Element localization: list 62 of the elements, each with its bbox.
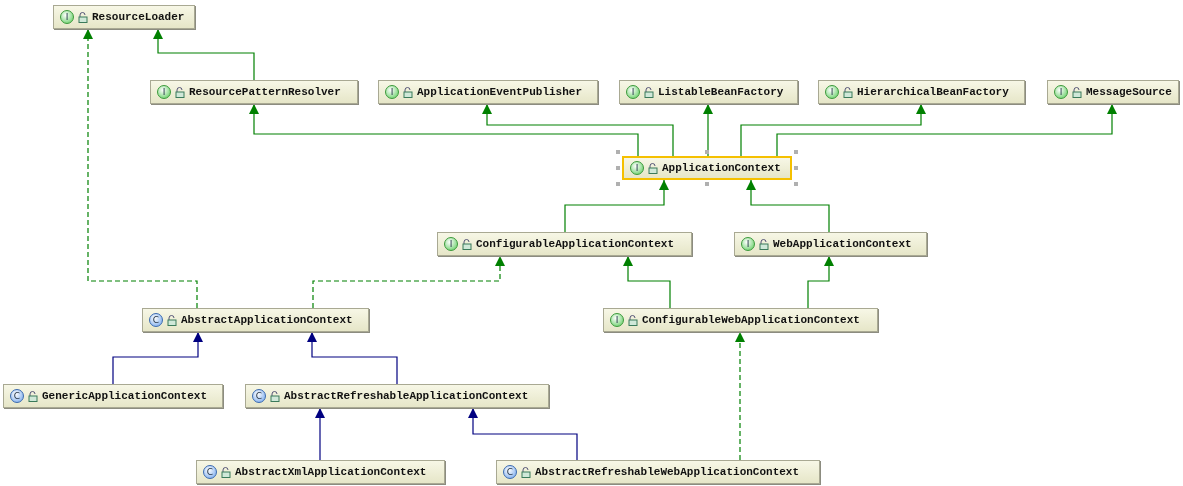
class-box — [53, 5, 195, 29]
arrow — [776, 103, 1117, 157]
type-icon: C — [503, 465, 517, 479]
arrow — [468, 407, 578, 461]
arrow — [153, 28, 255, 81]
class-name: ListableBeanFactory — [658, 86, 784, 98]
arrow — [703, 103, 713, 157]
type-icon: I — [444, 237, 458, 251]
class-box — [3, 384, 223, 408]
type-icon: I — [157, 85, 171, 99]
type-icon: I — [630, 161, 644, 175]
arrow — [307, 331, 398, 385]
arrow — [564, 179, 669, 233]
class-box — [245, 384, 549, 408]
class-name: ApplicationEventPublisher — [417, 86, 583, 98]
class-box — [734, 232, 927, 256]
arrow — [315, 407, 325, 461]
class-name: ResourcePatternResolver — [189, 86, 341, 98]
class-box — [1047, 80, 1179, 104]
class-name: ConfigurableApplicationContext — [476, 238, 675, 250]
type-icon: C — [252, 389, 266, 403]
type-icon: I — [385, 85, 399, 99]
class-box — [818, 80, 1025, 104]
class-name: HierarchicalBeanFactory — [857, 86, 1009, 98]
type-icon: I — [626, 85, 640, 99]
arrow — [112, 331, 203, 385]
arrow — [746, 179, 830, 233]
dashed-arrow — [83, 28, 198, 309]
class-name: ApplicationContext — [662, 162, 781, 174]
class-box — [619, 80, 798, 104]
arrow — [249, 103, 639, 157]
class-name: AbstractApplicationContext — [181, 314, 353, 326]
arrow — [740, 103, 926, 157]
type-icon: C — [149, 313, 163, 327]
type-icon: C — [203, 465, 217, 479]
class-name: WebApplicationContext — [773, 238, 912, 250]
type-icon: I — [1054, 85, 1068, 99]
class-name: MessageSource — [1086, 86, 1172, 98]
class-box — [142, 308, 369, 332]
class-name: ResourceLoader — [92, 11, 185, 23]
class-box — [150, 80, 358, 104]
type-icon: C — [10, 389, 24, 403]
class-name: AbstractXmlApplicationContext — [235, 466, 427, 478]
type-icon: I — [741, 237, 755, 251]
type-icon: I — [60, 10, 74, 24]
class-box — [622, 156, 792, 180]
class-name: ConfigurableWebApplicationContext — [642, 314, 860, 326]
dashed-arrow — [735, 331, 745, 461]
class-box — [196, 460, 445, 484]
class-name: AbstractRefreshableApplicationContext — [284, 390, 529, 402]
arrow — [807, 255, 834, 309]
arrow — [623, 255, 671, 309]
arrow — [482, 103, 674, 157]
type-icon: I — [825, 85, 839, 99]
class-box — [603, 308, 878, 332]
class-name: AbstractRefreshableWebApplicationContext — [535, 466, 800, 478]
dashed-arrow — [312, 255, 505, 309]
class-box — [437, 232, 692, 256]
class-name: GenericApplicationContext — [42, 390, 208, 402]
type-icon: I — [610, 313, 624, 327]
class-box — [496, 460, 820, 484]
class-box — [378, 80, 598, 104]
